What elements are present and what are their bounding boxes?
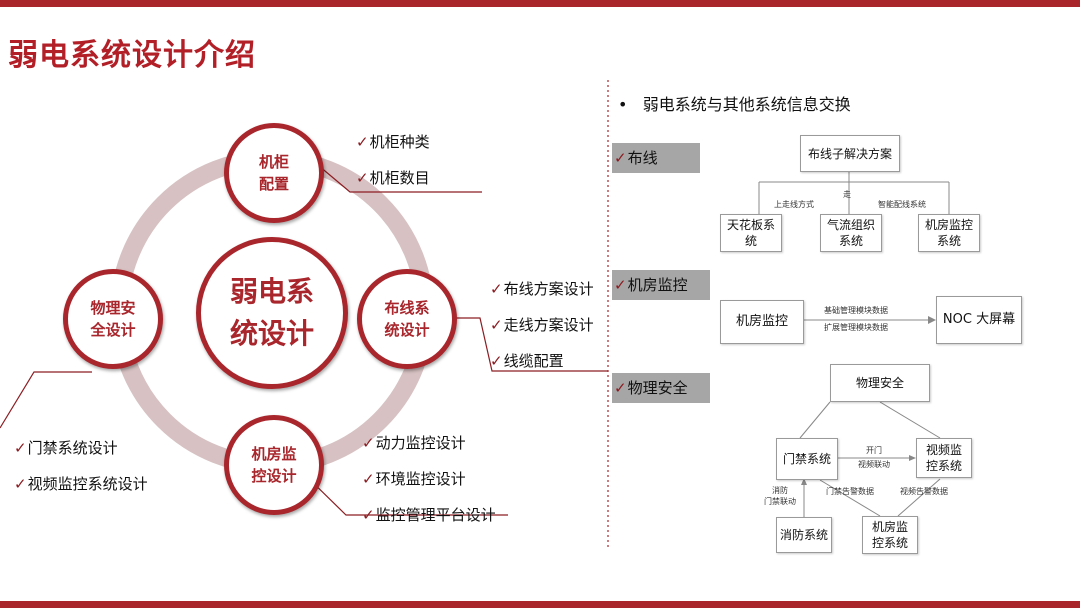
edge-label: 视频告警数据 xyxy=(900,487,948,496)
edge-label: 基础管理模块数据 xyxy=(824,306,888,315)
edge-label: 上走线方式 xyxy=(774,200,814,209)
page-title: 弱电系统设计介绍 xyxy=(8,38,256,73)
edge-label: 扩展管理模块数据 xyxy=(824,323,888,332)
room-monitor-system-box-2: 机房监控系统 xyxy=(862,516,918,554)
access-control-box: 门禁系统 xyxy=(776,438,838,480)
edge-label: 门禁告警数据 xyxy=(826,487,874,496)
edge-label: 开门 xyxy=(866,446,882,455)
noc-screen-box: NOC 大屏幕 xyxy=(936,296,1022,344)
room-monitor-system-box: 机房监控系统 xyxy=(918,214,980,252)
cabling-design-circle: 布线系 统设计 xyxy=(357,269,457,369)
list-item: ✓环境监控设计 xyxy=(362,470,466,488)
fire-system-box: 消防系统 xyxy=(776,517,832,553)
edge-label: 智能配线系统 xyxy=(878,200,926,209)
section-physical: ✓物理安全 xyxy=(612,373,710,403)
list-item: ✓布线方案设计 xyxy=(490,280,594,298)
center-circle: 弱电系 统设计 xyxy=(196,237,348,389)
list-item: ✓线缆配置 xyxy=(490,352,564,370)
cabling-solution-box: 布线子解决方案 xyxy=(800,135,900,172)
ceiling-system-box: 天花板系统 xyxy=(720,214,782,252)
physical-security-circle: 物理安 全设计 xyxy=(63,269,163,369)
right-heading: • 弱电系统与其他系统信息交换 xyxy=(618,95,851,114)
list-item: ✓动力监控设计 xyxy=(362,434,466,452)
list-item: ✓门禁系统设计 xyxy=(14,439,118,457)
edge-label: 走 xyxy=(843,190,851,199)
top-bar xyxy=(0,0,1080,7)
list-item: ✓机柜数目 xyxy=(356,169,430,187)
list-item: ✓走线方案设计 xyxy=(490,316,594,334)
edge-label: 消防 xyxy=(772,486,788,495)
room-monitor-circle: 机房监 控设计 xyxy=(224,415,324,515)
edge-label: 视频联动 xyxy=(858,460,890,469)
edge-label: 门禁联动 xyxy=(764,497,796,506)
room-monitor-box: 机房监控 xyxy=(720,300,804,344)
physical-security-box: 物理安全 xyxy=(830,364,930,402)
list-item: ✓机柜种类 xyxy=(356,133,430,151)
bottom-bar xyxy=(0,601,1080,608)
section-room-monitor: ✓机房监控 xyxy=(612,270,710,300)
video-monitor-box: 视频监控系统 xyxy=(916,438,972,478)
airflow-system-box: 气流组织系统 xyxy=(820,214,882,252)
cabinet-config-circle: 机柜 配置 xyxy=(224,123,324,223)
section-cabling: ✓布线 xyxy=(612,143,700,173)
list-item: ✓视频监控系统设计 xyxy=(14,475,148,493)
list-item: ✓监控管理平台设计 xyxy=(362,506,496,524)
